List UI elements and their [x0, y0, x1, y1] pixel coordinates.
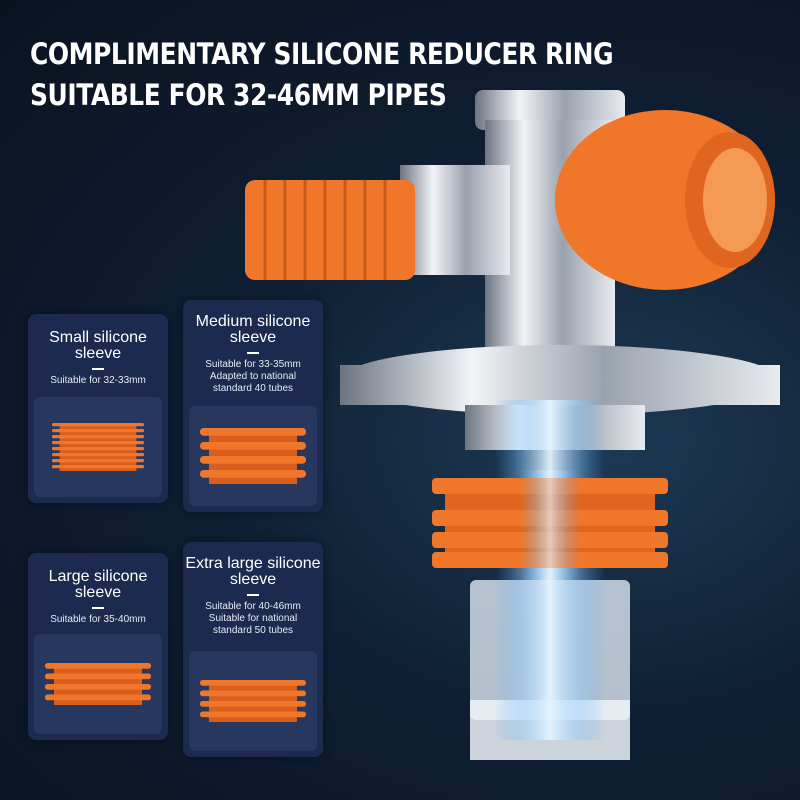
sleeve-image — [189, 651, 317, 751]
card-desc-3: standard 40 tubes — [212, 383, 294, 394]
large-sleeve-icon — [45, 663, 151, 705]
sleeve-rib — [200, 428, 306, 436]
card-desc-1: Suitable for 40-46mm — [205, 601, 301, 612]
sleeve-rib — [52, 429, 144, 433]
sleeve-rib — [52, 465, 144, 469]
sleeve-rib — [200, 442, 306, 450]
sleeve-rib — [52, 447, 144, 451]
divider — [92, 368, 104, 370]
headline-line-2: SUITABLE FOR 32-46MM PIPES — [30, 78, 447, 112]
drain-valve-product-image — [245, 90, 780, 760]
headline: COMPLIMENTARY SILICONE REDUCER RING SUIT… — [30, 34, 614, 116]
card-desc-2: Suitable for national — [208, 613, 298, 624]
card-desc: Suitable for 35-40mm — [50, 614, 146, 625]
card-extra-large-sleeve: Extra large silicone sleeve Suitable for… — [183, 542, 323, 757]
sleeve-rib — [45, 684, 151, 690]
sleeve-rib — [200, 456, 306, 464]
card-desc-2: Adapted to national — [209, 371, 297, 382]
card-desc: Suitable for 32-33mm — [50, 375, 146, 386]
card-title: Medium silicone sleeve — [195, 313, 311, 346]
divider — [247, 352, 259, 354]
sleeve-image — [189, 406, 317, 506]
sleeve-rib — [45, 694, 151, 701]
card-title: Small silicone sleeve — [49, 329, 147, 362]
card-desc-3: standard 50 tubes — [212, 625, 294, 636]
small-sleeve-icon — [52, 423, 144, 471]
sleeve-rib — [200, 701, 306, 707]
sleeve-image — [34, 397, 162, 497]
sleeve-rib — [52, 459, 144, 463]
card-medium-sleeve: Medium silicone sleeve Suitable for 33-3… — [183, 300, 323, 512]
card-title: Extra large silicone sleeve — [185, 555, 321, 588]
sleeve-rib — [52, 453, 144, 457]
headline-line-1: COMPLIMENTARY SILICONE REDUCER RING — [30, 37, 614, 71]
sleeve-rib — [45, 663, 151, 669]
extra-large-sleeve-icon — [200, 680, 306, 722]
sleeve-image — [34, 634, 162, 734]
sleeve-rib — [52, 423, 144, 427]
divider — [247, 594, 259, 596]
card-small-sleeve: Small silicone sleeve Suitable for 32-33… — [28, 314, 168, 503]
sleeve-rib — [200, 690, 306, 697]
card-large-sleeve: Large silicone sleeve Suitable for 35-40… — [28, 553, 168, 740]
sleeve-rib — [200, 680, 306, 686]
sleeve-rib — [200, 711, 306, 718]
divider — [92, 607, 104, 609]
sleeve-rib — [45, 673, 151, 680]
card-desc-1: Suitable for 33-35mm — [205, 359, 301, 370]
sleeve-rib — [200, 470, 306, 478]
medium-sleeve-icon — [200, 428, 306, 484]
sleeve-rib — [52, 435, 144, 439]
card-title: Large silicone sleeve — [48, 568, 148, 601]
sleeve-rib — [52, 441, 144, 445]
